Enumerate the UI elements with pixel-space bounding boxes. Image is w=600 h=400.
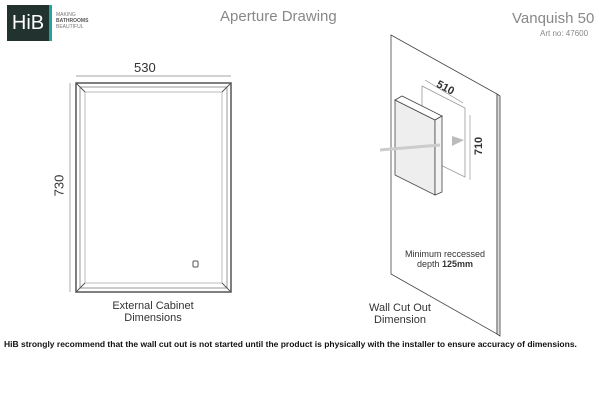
depth-value: 125mm bbox=[442, 259, 474, 269]
depth-note: Minimum reccessed depth 125mm bbox=[395, 249, 495, 269]
front-width-label: 530 bbox=[134, 60, 156, 75]
caption-line: Wall Cut Out bbox=[369, 302, 431, 314]
front-height-label: 730 bbox=[51, 174, 67, 197]
depth-label: depth bbox=[416, 259, 440, 269]
caption-line: Dimensions bbox=[124, 312, 182, 324]
depth-text: Minimum reccessed bbox=[404, 249, 486, 259]
article-number: Art no: 47600 bbox=[540, 29, 589, 38]
front-cabinet bbox=[69, 75, 232, 293]
caption-line: External Cabinet bbox=[112, 300, 194, 312]
hib-logo: HiB bbox=[7, 5, 52, 41]
page-title: Aperture Drawing bbox=[220, 8, 337, 25]
tagline-1: MAKING bbox=[56, 12, 76, 18]
footer-note: HiB strongly recommend that the wall cut… bbox=[4, 339, 577, 349]
front-caption: External Cabinet Dimensions bbox=[98, 300, 208, 324]
tagline-3: BEAUTIFUL bbox=[56, 24, 84, 30]
wall-caption: Wall Cut Out Dimension bbox=[355, 302, 445, 326]
wall-panel bbox=[379, 34, 501, 337]
product-name: Vanquish 50 bbox=[512, 10, 595, 27]
tagline-2: BATHROOMS bbox=[56, 18, 89, 24]
cut-height-label: 710 bbox=[473, 136, 486, 156]
logo-tagline: MAKING BATHROOMS BEAUTIFUL bbox=[56, 12, 88, 30]
caption-line: Dimension bbox=[374, 314, 426, 326]
